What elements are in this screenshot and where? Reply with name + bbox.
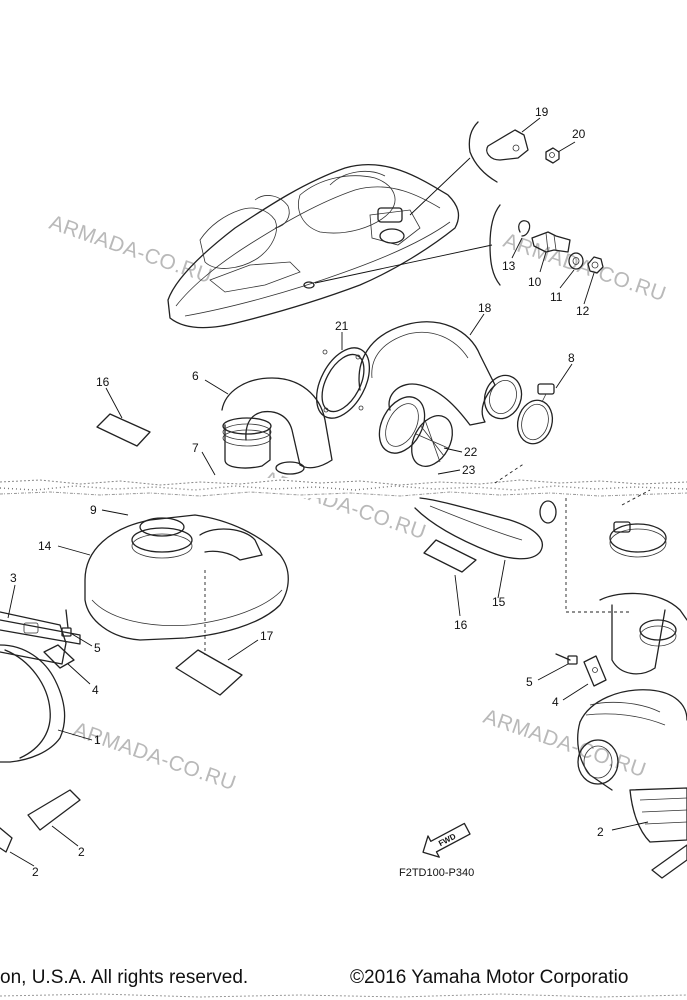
part-15-hose <box>414 497 557 560</box>
watermark-lower-right: ARMADA-CO.RU <box>480 705 649 782</box>
callout-17: 17 <box>260 629 274 643</box>
callout-9: 9 <box>90 503 97 517</box>
part-12-nut <box>587 256 604 274</box>
callout-7: 7 <box>192 441 199 455</box>
callout-16-lower: 16 <box>454 618 468 632</box>
part-2-pad-right-a <box>629 787 687 843</box>
part-clamp-right <box>609 521 667 558</box>
watercraft-outline <box>167 163 460 329</box>
part-3-strap <box>0 619 81 645</box>
part-16-pad-upper <box>96 413 151 447</box>
part-muffler-right <box>577 592 687 791</box>
callout-5-left: 5 <box>94 641 101 655</box>
callout-19: 19 <box>535 105 549 119</box>
copyright-right: ©2016 Yamaha Motor Corporatio <box>350 967 628 988</box>
part-19-bracket <box>486 129 529 161</box>
callout-22: 22 <box>464 445 478 459</box>
watermark-upper-right: ARMADA-CO.RU <box>500 229 669 306</box>
callout-15: 15 <box>492 595 506 609</box>
scan-noise-band <box>0 478 687 998</box>
callout-2-right: 2 <box>597 825 604 839</box>
callout-5-right: 5 <box>526 675 533 689</box>
callout-20: 20 <box>572 127 586 141</box>
drawing-code: F2TD100-P340 <box>399 867 474 879</box>
part-4-bracket-left <box>43 644 75 669</box>
part-18-duct <box>358 321 523 426</box>
bracket-upper <box>468 121 498 183</box>
part-2-pad-left-a <box>27 789 81 831</box>
callout-23: 23 <box>462 463 476 477</box>
callout-16-upper: 16 <box>96 375 110 389</box>
part-2-pad-left-b <box>0 827 13 853</box>
part-11-washer <box>568 252 584 270</box>
callout-2-left-b: 2 <box>32 865 39 879</box>
callout-13: 13 <box>502 259 516 273</box>
copyright-left: on, U.S.A. All rights reserved. <box>0 967 248 988</box>
part-5-bolt-left <box>61 609 72 637</box>
part-21-flange-ring <box>315 347 371 419</box>
fwd-arrow-icon: FWD <box>422 822 471 858</box>
part-5-bolt-right <box>555 653 578 665</box>
callout-12: 12 <box>576 304 590 318</box>
callout-3: 3 <box>10 571 17 585</box>
leader-bracket-upper <box>409 157 471 216</box>
callout-4-left: 4 <box>92 683 99 697</box>
part-1-muffler-left <box>0 611 67 763</box>
callout-6: 6 <box>192 369 199 383</box>
callout-2-left-a: 2 <box>78 845 85 859</box>
part-13-clip <box>518 220 531 237</box>
callout-18: 18 <box>478 301 492 315</box>
part-4-bracket-right <box>583 655 607 687</box>
part-16-pad-lower <box>423 539 477 573</box>
part-2-pad-right-b <box>651 844 687 879</box>
part-14-air-box <box>84 514 289 655</box>
part-8-clamp <box>516 383 555 445</box>
leader-bracket-lower <box>314 244 493 284</box>
callout-11: 11 <box>550 290 563 304</box>
part-10-valve <box>531 231 571 253</box>
part-20-nut <box>545 147 560 164</box>
callout-4-right: 4 <box>552 695 559 709</box>
callout-14: 14 <box>38 539 52 553</box>
part-17-pad <box>175 649 243 696</box>
watermark-lower-left: ARMADA-CO.RU <box>70 718 239 795</box>
part-6-intake-duct <box>221 377 333 475</box>
callout-8: 8 <box>568 351 575 365</box>
part-22-plate <box>378 396 453 467</box>
callout-10: 10 <box>528 275 542 289</box>
callout-1: 1 <box>94 733 101 747</box>
callout-21: 21 <box>335 319 349 333</box>
watermark-upper-left: ARMADA-CO.RU <box>46 211 215 288</box>
bracket-lower <box>489 204 501 286</box>
